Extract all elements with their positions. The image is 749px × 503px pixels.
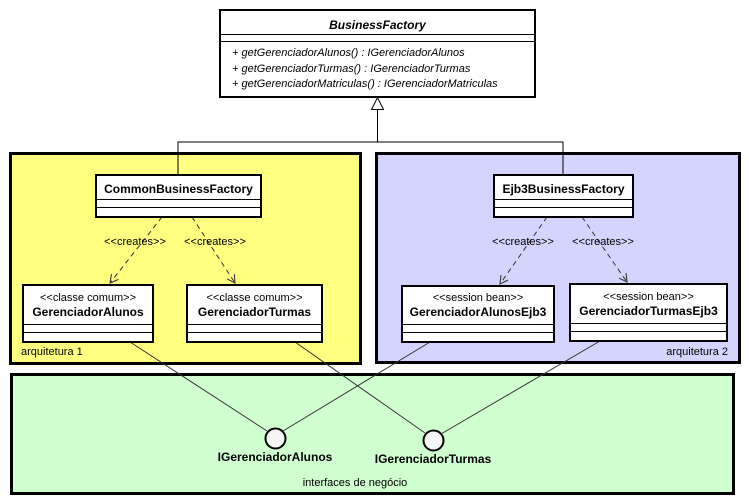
interface-circle-icon[interactable] — [422, 429, 445, 452]
realization-line-alunos-ejb3[interactable] — [282, 341, 431, 432]
class-gerenciador-alunos-ejb3[interactable]: <<session bean>> GerenciadorAlunosEjb3 — [401, 285, 555, 343]
class-common-business-factory[interactable]: CommonBusinessFactory — [95, 174, 262, 218]
creates-arrow-ejb3-alunos[interactable] — [500, 216, 548, 284]
generalization-triangle-icon — [370, 96, 385, 110]
realization-line-turmas-common[interactable] — [294, 341, 426, 434]
creates-label: <<creates>> — [104, 236, 166, 248]
operation[interactable]: + getGerenciadorTurmas() : IGerenciadorT… — [232, 62, 471, 75]
class-stereotype: <<session bean>> — [432, 292, 524, 304]
operations-compartment — [188, 333, 321, 341]
attributes-compartment — [403, 325, 553, 333]
class-title-compartment: <<session bean>> GerenciadorAlunosEjb3 — [403, 287, 553, 325]
class-name: GerenciadorAlunos — [32, 305, 144, 319]
class-ejb3-business-factory[interactable]: Ejb3BusinessFactory — [493, 174, 634, 218]
class-name: GerenciadorAlunosEjb3 — [409, 305, 547, 319]
operations-compartment — [495, 208, 632, 216]
class-business-factory[interactable]: BusinessFactory + getGerenciadorAlunos()… — [219, 9, 536, 98]
operations-compartment — [403, 333, 553, 341]
class-gerenciador-turmas-ejb3[interactable]: <<session bean>> GerenciadorTurmasEjb3 — [569, 283, 728, 342]
creates-label: <<creates>> — [184, 236, 246, 248]
realization-line-alunos-common[interactable] — [129, 341, 268, 432]
class-title-compartment: <<session bean>> GerenciadorTurmasEjb3 — [571, 285, 726, 324]
creates-label: <<creates>> — [492, 236, 554, 248]
class-name: BusinessFactory — [329, 18, 426, 32]
attributes-compartment — [221, 35, 534, 42]
class-stereotype: <<classe comum>> — [206, 292, 303, 304]
package-label-arquitetura-2: arquitetura 2 — [666, 346, 728, 358]
attributes-compartment — [24, 325, 152, 333]
class-name: Ejb3BusinessFactory — [502, 182, 625, 196]
creates-label: <<creates>> — [572, 236, 634, 248]
operations-compartment — [97, 208, 260, 216]
class-title-compartment: Ejb3BusinessFactory — [495, 176, 632, 200]
operations-compartment — [24, 333, 152, 341]
operation[interactable]: + getGerenciadorAlunos() : IGerenciadorA… — [232, 47, 465, 59]
package-label-arquitetura-1: arquitetura 1 — [21, 346, 83, 358]
class-title-compartment: CommonBusinessFactory — [97, 176, 260, 200]
class-name: CommonBusinessFactory — [104, 182, 253, 196]
operation[interactable]: + getGerenciadorMatriculas() : IGerencia… — [232, 78, 498, 90]
creates-arrow-ejb3-turmas[interactable] — [581, 216, 627, 282]
attributes-compartment — [97, 200, 260, 208]
package-interfaces-de-negocio[interactable] — [10, 373, 735, 495]
class-gerenciador-turmas[interactable]: <<classe comum>> GerenciadorTurmas — [186, 284, 323, 343]
interface-label: IGerenciadorTurmas — [374, 452, 492, 466]
class-stereotype: <<classe comum>> — [40, 292, 136, 304]
creates-arrow-common-turmas[interactable] — [191, 216, 235, 283]
interface-circle-icon[interactable] — [264, 427, 287, 450]
class-gerenciador-alunos[interactable]: <<classe comum>> GerenciadorAlunos — [22, 284, 154, 343]
class-title-compartment: <<classe comum>> GerenciadorTurmas — [188, 286, 321, 325]
class-title-compartment: <<classe comum>> GerenciadorAlunos — [24, 286, 152, 325]
interface-label: IGerenciadorAlunos — [217, 450, 333, 464]
generalization-line[interactable] — [177, 141, 564, 174]
package-label-interfaces-de-negocio: interfaces de negócio — [302, 477, 408, 489]
operations-compartment — [571, 332, 726, 340]
operations-compartment: + getGerenciadorAlunos() : IGerenciadorA… — [221, 42, 534, 93]
attributes-compartment — [188, 325, 321, 333]
class-name: GerenciadorTurmas — [197, 305, 312, 319]
attributes-compartment — [571, 324, 726, 332]
attributes-compartment — [495, 200, 632, 208]
class-name: GerenciadorTurmasEjb3 — [579, 304, 718, 318]
class-title-compartment: BusinessFactory — [221, 11, 534, 35]
class-stereotype: <<session bean>> — [603, 291, 694, 303]
realization-line-turmas-ejb3[interactable] — [440, 340, 601, 435]
